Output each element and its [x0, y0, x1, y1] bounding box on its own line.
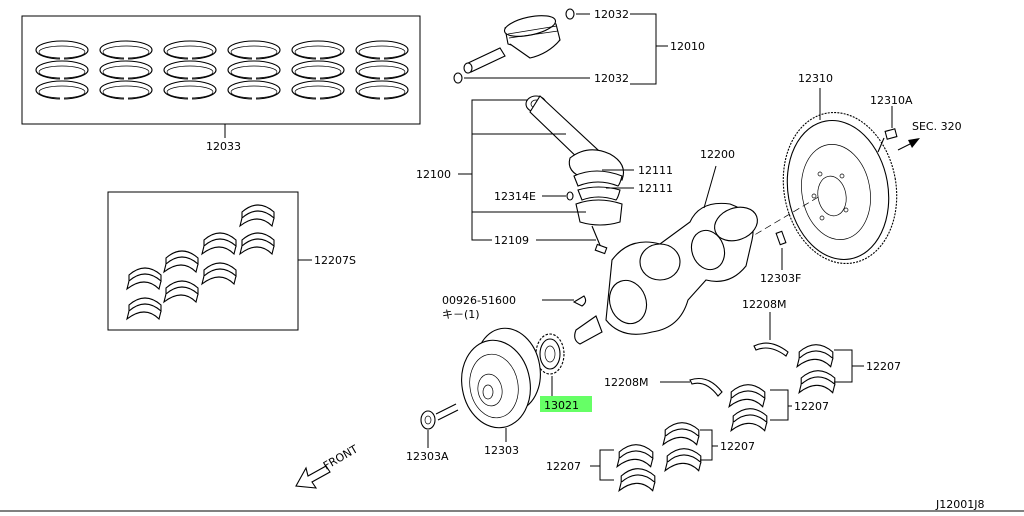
con-rod-bearing-lower[interactable] — [577, 186, 621, 201]
label-12207s[interactable]: 12207S — [314, 254, 356, 267]
bearing-shell — [618, 468, 656, 493]
label-13021[interactable]: 13021 — [544, 399, 579, 412]
snap-ring-bottom[interactable] — [453, 72, 463, 84]
label-12100[interactable]: 12100 — [416, 168, 451, 181]
piston-ring-stack — [355, 40, 409, 101]
label-12310a[interactable]: 12310A — [870, 94, 913, 107]
con-rod-nut[interactable] — [566, 191, 574, 201]
piston[interactable] — [503, 12, 561, 59]
piston-ring-stack — [99, 40, 153, 101]
label-key-qty: キ－(1) — [442, 308, 480, 321]
bearing-shell — [239, 232, 275, 256]
label-12111-lower[interactable]: 12111 — [638, 182, 673, 195]
highlight-13021 — [540, 396, 592, 412]
front-arrow-icon — [295, 465, 331, 489]
bearing-shell — [126, 267, 162, 291]
label-12207-b[interactable]: 12207 — [794, 400, 829, 413]
thrust-washer-upper[interactable] — [753, 342, 789, 357]
bearing-shell — [239, 204, 275, 228]
crank-pulley[interactable] — [455, 323, 547, 433]
flywheel-bolt[interactable] — [877, 128, 898, 153]
label-12207-c[interactable]: 12207 — [720, 440, 755, 453]
bearing-shell — [616, 444, 654, 469]
main-bearing-set[interactable] — [107, 191, 299, 331]
label-12200[interactable]: 12200 — [700, 148, 735, 161]
piston-ring-stack — [291, 40, 345, 101]
thrust-washer-lower[interactable] — [689, 377, 723, 397]
con-rod-cap[interactable] — [575, 199, 623, 226]
piston-ring-stack — [35, 40, 89, 101]
label-12109[interactable]: 12109 — [494, 234, 529, 247]
bearing-shell — [163, 280, 199, 304]
bearing-shell — [730, 408, 768, 433]
bearing-shell — [126, 297, 162, 321]
connecting-rod[interactable] — [525, 95, 625, 181]
bearing-shell — [728, 384, 766, 409]
con-rod-bolt[interactable] — [591, 225, 608, 255]
label-12208m-upper[interactable]: 12208M — [742, 298, 786, 311]
label-12207-a[interactable]: 12207 — [866, 360, 901, 373]
snap-ring-top[interactable] — [565, 8, 575, 20]
label-12314e[interactable]: 12314E — [494, 190, 536, 203]
bearing-shell — [201, 262, 237, 286]
label-12303a[interactable]: 12303A — [406, 450, 449, 463]
piston-ring-set[interactable] — [21, 15, 421, 125]
bearing-shell — [163, 250, 199, 274]
bearing-shell — [201, 232, 237, 256]
pulley-bolt[interactable] — [420, 403, 459, 430]
label-12111-upper[interactable]: 12111 — [638, 164, 673, 177]
label-front: FRONT — [321, 442, 360, 472]
woodruff-key[interactable] — [572, 295, 587, 307]
sec-320-arrow-icon — [897, 138, 920, 151]
label-12010[interactable]: 12010 — [670, 40, 705, 53]
label-12207-d[interactable]: 12207 — [546, 460, 581, 473]
flywheel[interactable] — [772, 103, 909, 272]
label-12033[interactable]: 12033 — [206, 140, 241, 153]
label-12032-top[interactable]: 12032 — [594, 8, 629, 21]
bearing-shell — [664, 448, 702, 473]
con-rod-bearing-upper[interactable] — [573, 170, 623, 187]
diagram-code: J12001J8 — [935, 498, 984, 511]
label-12032-bottom[interactable]: 12032 — [594, 72, 629, 85]
piston-ring-stack — [163, 40, 217, 101]
crankshaft[interactable] — [574, 201, 762, 345]
piston-ring-stack — [227, 40, 281, 101]
label-12310[interactable]: 12310 — [798, 72, 833, 85]
piston-pin[interactable] — [463, 47, 506, 74]
bearing-shell — [798, 370, 836, 395]
label-00926-51600[interactable]: 00926-51600 — [442, 294, 516, 307]
crank-sprocket[interactable] — [535, 333, 565, 375]
label-12208m-lower[interactable]: 12208M — [604, 376, 648, 389]
crank-dowel-pin[interactable] — [775, 230, 787, 246]
label-sec-320[interactable]: SEC. 320 — [912, 120, 962, 133]
bearing-shell — [796, 344, 834, 369]
label-12303f[interactable]: 12303F — [760, 272, 801, 285]
label-12303[interactable]: 12303 — [484, 444, 519, 457]
bearing-shell — [662, 422, 700, 447]
